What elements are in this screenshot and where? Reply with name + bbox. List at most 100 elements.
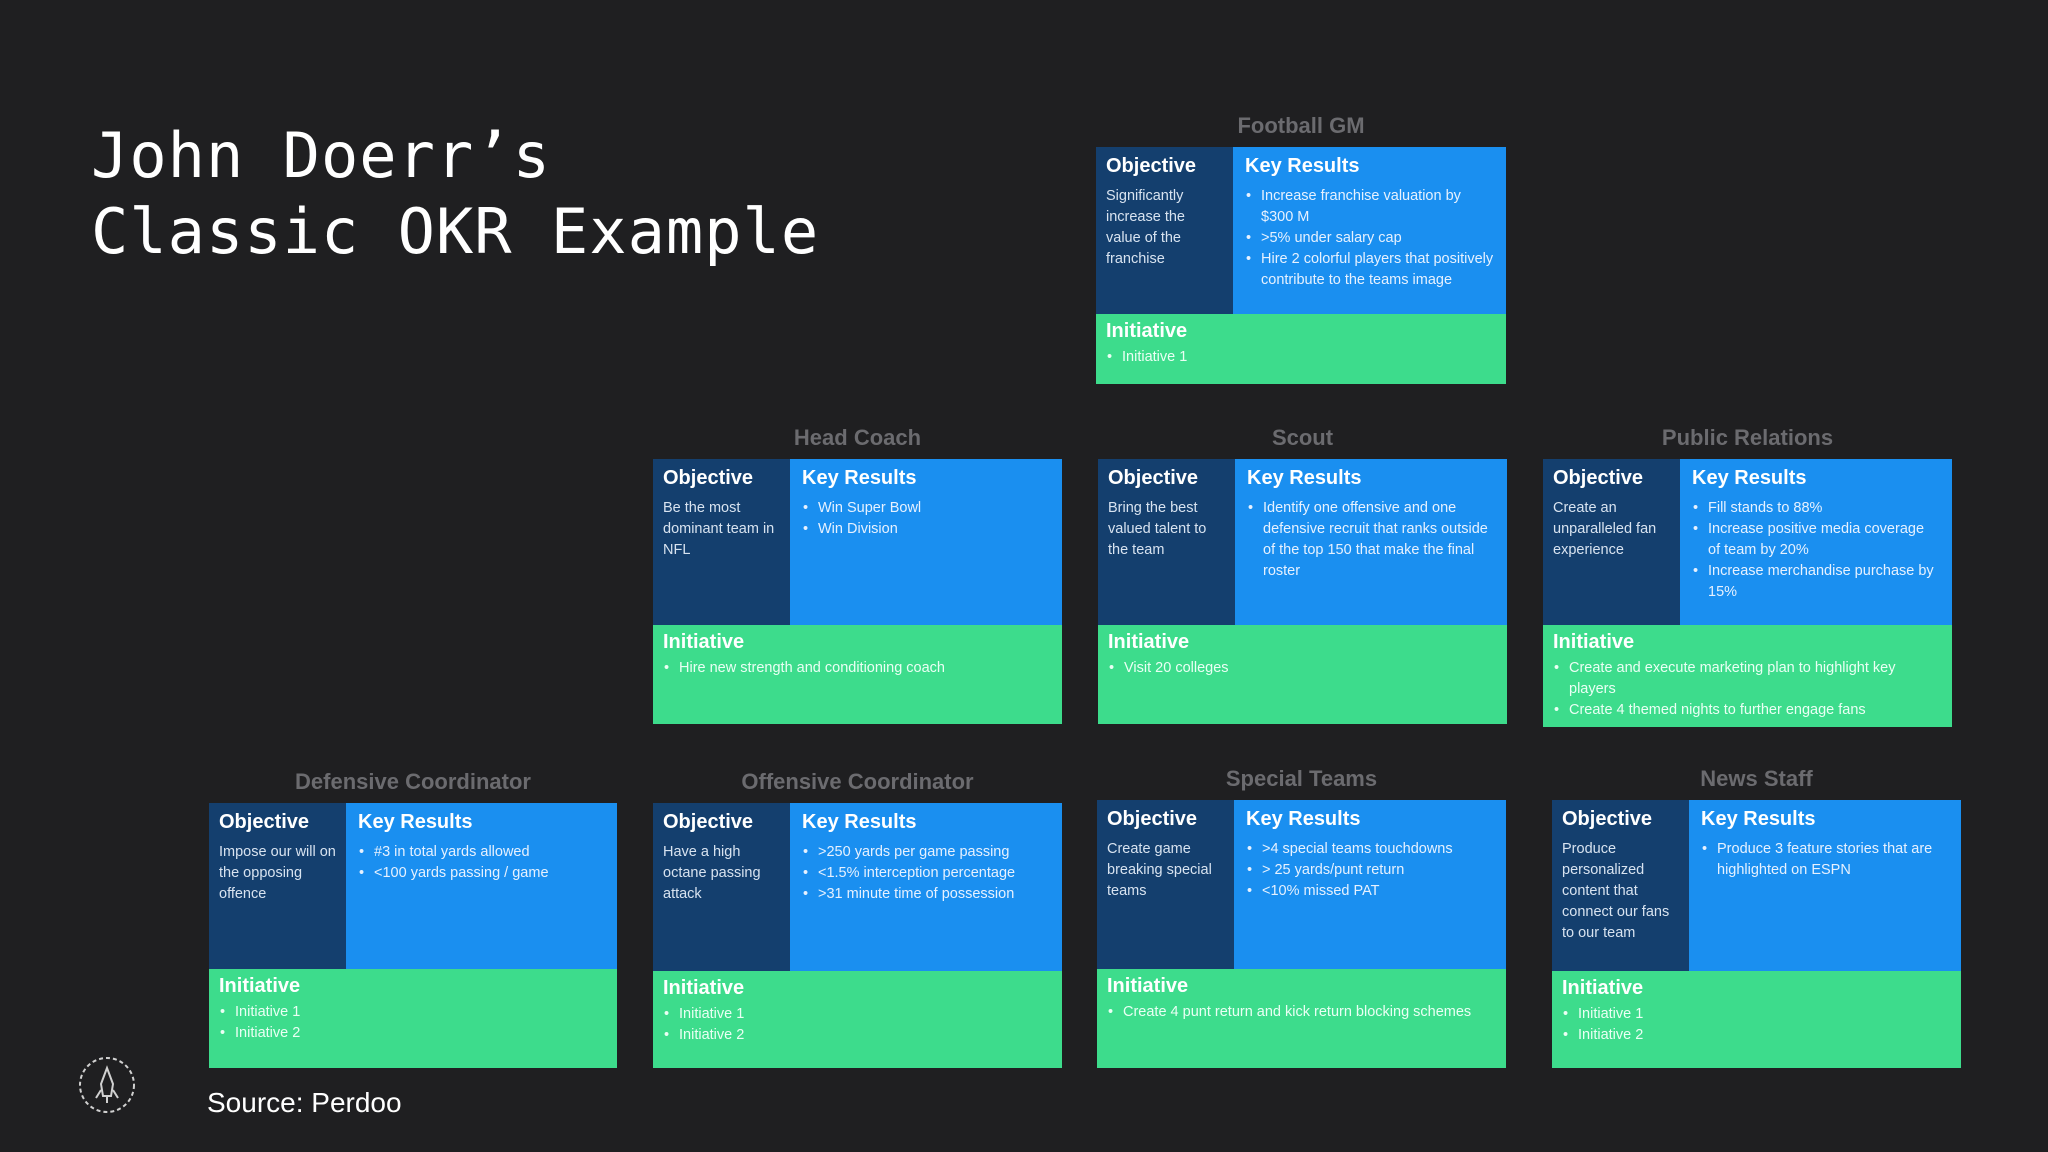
key-result-item: Increase merchandise purchase by 15% — [1692, 561, 1940, 603]
initiative-section: Initiative Initiative 1Initiative 2 — [209, 969, 617, 1068]
objective-text: Impose our will on the opposing offence — [219, 844, 336, 902]
key-result-item: Hire 2 colorful players that positively … — [1245, 249, 1494, 291]
okr-box: Objective Produce personalized content t… — [1552, 800, 1961, 1068]
objective-section: Objective Produce personalized content t… — [1552, 800, 1689, 971]
initiative-section: Initiative Initiative 1Initiative 2 — [653, 971, 1062, 1068]
role-label: News Staff — [1700, 766, 1813, 791]
objective-section: Objective Create game breaking special t… — [1097, 800, 1234, 969]
key-results-header: Key Results — [1692, 467, 1807, 489]
key-result-item: >250 yards per game passing — [802, 842, 1050, 863]
role-label: Head Coach — [793, 425, 922, 450]
initiative-list: Create 4 punt return and kick return blo… — [1107, 1002, 1496, 1023]
key-results-header: Key Results — [802, 811, 917, 833]
slide-title: John Doerr’s Classic OKR Example — [91, 118, 819, 270]
key-results-section: Key Results #3 in total yards allowed<10… — [346, 803, 617, 969]
key-result-item: Produce 3 feature stories that are highl… — [1701, 839, 1949, 881]
key-results-section: Key Results >250 yards per game passing<… — [790, 803, 1062, 971]
role-label: Scout — [1271, 425, 1334, 450]
key-result-item: <1.5% interception percentage — [802, 863, 1050, 884]
key-results-section: Key Results >4 special teams touchdowns>… — [1234, 800, 1506, 969]
initiative-item: Initiative 1 — [219, 1002, 607, 1023]
initiative-item: Initiative 2 — [1562, 1025, 1951, 1046]
initiative-item: Visit 20 colleges — [1108, 658, 1497, 679]
okr-card-scout: Scout Objective Bring the best valued ta… — [1098, 425, 1507, 724]
objective-header: Objective — [219, 811, 310, 833]
key-results-list: Win Super BowlWin Division — [802, 498, 1050, 540]
initiative-list: Initiative 1Initiative 2 — [1562, 1004, 1951, 1046]
key-result-item: <100 yards passing / game — [358, 863, 605, 884]
source-caption: Source: Perdoo — [207, 1087, 402, 1118]
initiative-header: Initiative — [219, 975, 301, 997]
initiative-item: Initiative 1 — [1562, 1004, 1951, 1025]
initiative-section: Initiative Initiative 1Initiative 2 — [1552, 971, 1961, 1068]
initiative-item: Create and execute marketing plan to hig… — [1553, 658, 1942, 700]
key-results-section: Key Results Fill stands to 88%Increase p… — [1680, 459, 1952, 625]
key-results-list: >250 yards per game passing<1.5% interce… — [802, 842, 1050, 905]
objective-text: Produce personalized content that connec… — [1562, 841, 1670, 941]
key-results-section: Key Results Identify one offensive and o… — [1235, 459, 1507, 625]
objective-text: Create an unparalleled fan experience — [1553, 500, 1657, 558]
okr-card-defensive-coordinator: Defensive Coordinator Objective Impose o… — [209, 769, 617, 1068]
objective-text: Bring the best valued talent to the team — [1108, 500, 1207, 558]
title-line-1: John Doerr’s — [91, 119, 551, 192]
okr-card-special-teams: Special Teams Objective Create game brea… — [1097, 766, 1506, 1068]
objective-header: Objective — [1106, 155, 1197, 177]
initiative-section: Initiative Create and execute marketing … — [1543, 625, 1952, 727]
key-results-list: Identify one offensive and one defensive… — [1247, 498, 1495, 582]
key-results-header: Key Results — [1246, 808, 1361, 830]
initiative-list: Initiative 1 — [1106, 347, 1496, 368]
objective-text: Create game breaking special teams — [1107, 841, 1212, 899]
objective-header: Objective — [663, 467, 754, 489]
initiative-header: Initiative — [663, 977, 745, 999]
initiative-section: Initiative Create 4 punt return and kick… — [1097, 969, 1506, 1068]
objective-section: Objective Be the most dominant team in N… — [653, 459, 790, 625]
role-label: Defensive Coordinator — [295, 769, 531, 794]
role-label: Public Relations — [1661, 425, 1834, 450]
key-results-list: Increase franchise valuation by $300 M>5… — [1245, 186, 1494, 291]
objective-header: Objective — [1108, 467, 1199, 489]
initiative-header: Initiative — [1107, 975, 1189, 997]
objective-text: Have a high octane passing attack — [663, 844, 761, 902]
key-result-item: Increase franchise valuation by $300 M — [1245, 186, 1494, 228]
okr-box: Objective Create game breaking special t… — [1097, 800, 1506, 1068]
key-results-list: Fill stands to 88%Increase positive medi… — [1692, 498, 1940, 603]
initiative-item: Initiative 2 — [219, 1023, 607, 1044]
objective-section: Objective Impose our will on the opposin… — [209, 803, 346, 969]
key-result-item: Increase positive media coverage of team… — [1692, 519, 1940, 561]
initiative-list: Visit 20 colleges — [1108, 658, 1497, 679]
initiative-list: Create and execute marketing plan to hig… — [1553, 658, 1942, 721]
initiative-section: Initiative Initiative 1 — [1096, 314, 1506, 384]
key-results-header: Key Results — [1245, 155, 1360, 177]
initiative-item: Initiative 1 — [1106, 347, 1496, 368]
okr-card-head-coach: Head Coach Objective Be the most dominan… — [653, 425, 1062, 724]
initiative-section: Initiative Hire new strength and conditi… — [653, 625, 1062, 724]
initiative-list: Initiative 1Initiative 2 — [219, 1002, 607, 1044]
initiative-list: Hire new strength and conditioning coach — [663, 658, 1052, 679]
objective-text: Significantly increase the value of the … — [1106, 188, 1185, 267]
key-results-header: Key Results — [1701, 808, 1816, 830]
key-result-item: <10% missed PAT — [1246, 881, 1494, 902]
initiative-header: Initiative — [1553, 631, 1635, 653]
objective-header: Objective — [1562, 808, 1653, 830]
key-results-header: Key Results — [1247, 467, 1362, 489]
initiative-item: Initiative 2 — [663, 1025, 1052, 1046]
key-result-item: #3 in total yards allowed — [358, 842, 605, 863]
initiative-list: Initiative 1Initiative 2 — [663, 1004, 1052, 1046]
okr-box: Objective Have a high octane passing att… — [653, 803, 1062, 1068]
key-results-section: Key Results Produce 3 feature stories th… — [1689, 800, 1961, 971]
initiative-header: Initiative — [1108, 631, 1190, 653]
okr-box: Objective Impose our will on the opposin… — [209, 803, 617, 1068]
objective-section: Objective Significantly increase the val… — [1096, 147, 1233, 314]
key-result-item: >4 special teams touchdowns — [1246, 839, 1494, 860]
key-results-list: #3 in total yards allowed<100 yards pass… — [358, 842, 605, 884]
okr-card-public-relations: Public Relations Objective Create an unp… — [1543, 425, 1952, 727]
role-label: Offensive Coordinator — [741, 769, 974, 794]
key-results-section: Key Results Increase franchise valuation… — [1233, 147, 1506, 314]
key-result-item: >31 minute time of possession — [802, 884, 1050, 905]
key-results-header: Key Results — [802, 467, 917, 489]
key-results-list: >4 special teams touchdowns> 25 yards/pu… — [1246, 839, 1494, 902]
key-result-item: >5% under salary cap — [1245, 228, 1494, 249]
key-results-section: Key Results Win Super BowlWin Division — [790, 459, 1062, 625]
key-result-item: Fill stands to 88% — [1692, 498, 1940, 519]
role-label: Football GM — [1237, 113, 1365, 138]
